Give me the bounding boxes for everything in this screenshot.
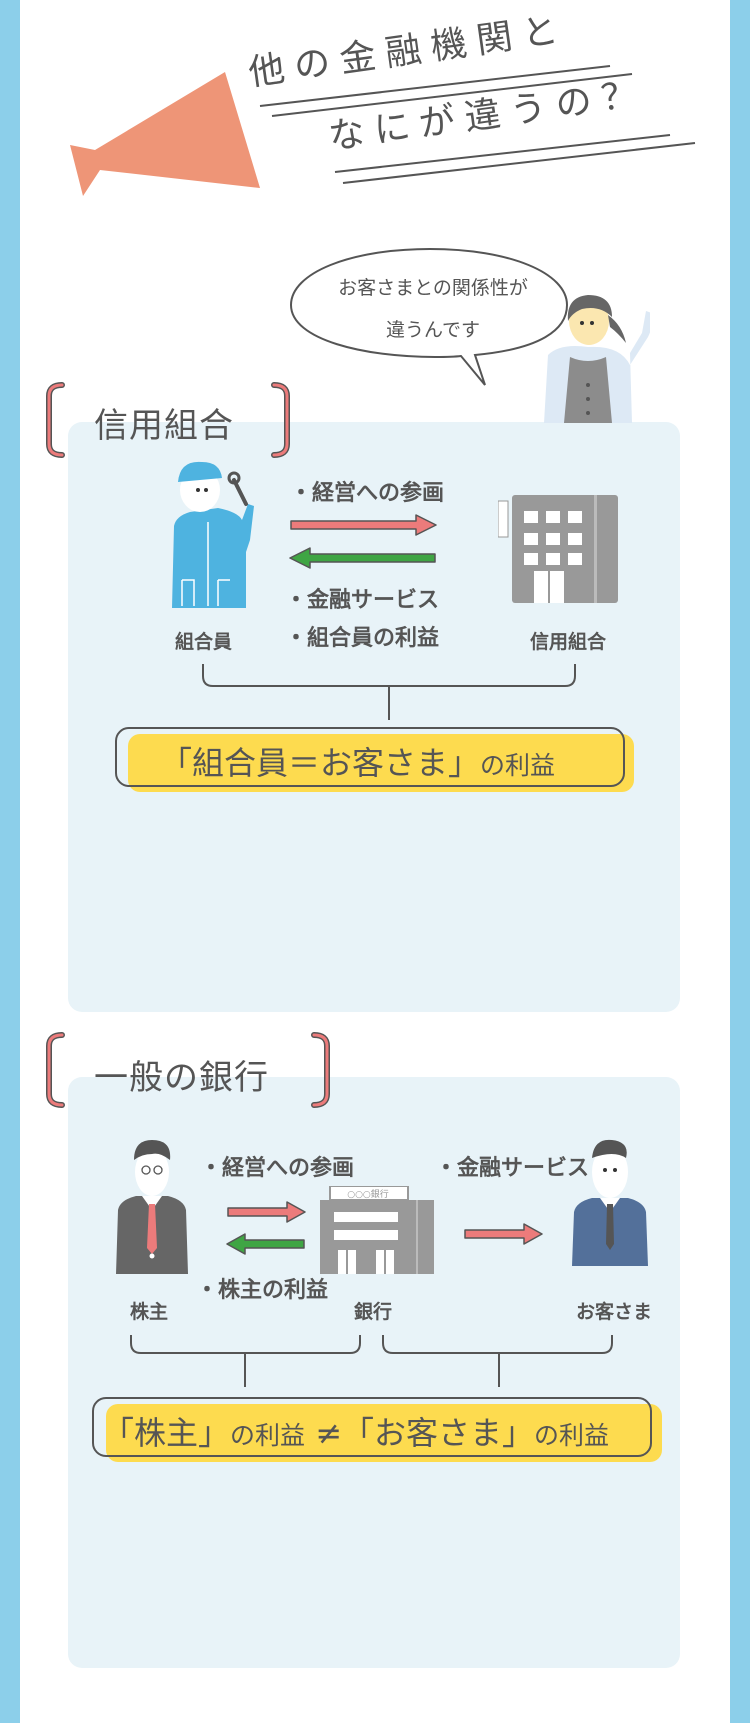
credit-union-building-icon: [498, 495, 618, 603]
bank-sign: ○○○銀行: [347, 1188, 389, 1200]
label-customer: お客さま: [576, 1301, 653, 1323]
right-bracket-icon: [271, 382, 290, 458]
connector-bracket-1: [202, 664, 576, 720]
section-title-bank: 一般の銀行: [94, 1058, 269, 1098]
label-union-member: 組合員: [175, 631, 233, 653]
result-text-credit-union: 「組合員＝お客さま」の利益: [160, 738, 555, 784]
speech-bubble: [289, 247, 569, 386]
text-shareholder-benefit: ・株主の利益: [196, 1278, 329, 1303]
customer-illustration: [572, 1139, 648, 1266]
bank-building-icon: ○○○銀行: [320, 1186, 434, 1274]
arrow-left-green-icon: [289, 547, 436, 569]
speech-text-2: 違うんです: [385, 319, 481, 341]
arrow-right-red-icon: [290, 514, 437, 536]
bank-panel: [68, 1077, 680, 1668]
label-shareholder: 株主: [130, 1301, 169, 1323]
text-financial-services-bank: ・金融サービス: [435, 1156, 590, 1181]
shareholder-illustration: [116, 1140, 188, 1274]
result-main: 「組合員＝お客さま」: [160, 744, 481, 782]
megaphone-icon: [70, 72, 260, 196]
arrow-left-green-icon: [226, 1233, 305, 1255]
result-text-bank: 「株主」の利益 ≠「お客さま」の利益: [102, 1408, 609, 1454]
result-part-shareholder: 「株主」: [102, 1414, 231, 1452]
section-title-credit-union: 信用組合: [94, 406, 234, 446]
speech-text-1: お客さまとの関係性が: [338, 277, 528, 299]
result-part-customer: 「お客さま」: [342, 1414, 535, 1452]
text-member-benefit: ・組合員の利益: [285, 626, 440, 651]
connector-bracket-bank-customer: [382, 1335, 613, 1387]
result-box-credit-union: [115, 727, 625, 787]
arrow-right-red-icon: [464, 1223, 543, 1245]
result-not-equal: ≠: [315, 1414, 343, 1452]
left-bracket-icon: [46, 382, 65, 458]
text-management-participation-bank: ・経営への参画: [200, 1156, 355, 1181]
union-member-worker-illustration: [172, 461, 254, 608]
result-box-bank: [92, 1397, 652, 1457]
text-financial-services: ・金融サービス: [285, 588, 440, 613]
left-bracket-icon: [46, 1032, 65, 1108]
result-highlight-1: [128, 734, 634, 792]
arrow-right-red-icon: [227, 1201, 306, 1223]
right-bracket-icon: [311, 1032, 330, 1108]
label-credit-union: 信用組合: [530, 631, 607, 653]
result-highlight-2: [106, 1404, 662, 1462]
result-part-benefit-1: の利益: [230, 1421, 306, 1450]
headline-underline-1: [259, 65, 633, 117]
text-management-participation: ・経営への参画: [290, 481, 445, 506]
headline-underline-2: [334, 134, 696, 184]
page: 他の金融機関と なにが違うの？ お客さまとの関係性が 違うんです 信用組合: [20, 0, 730, 1723]
staff-woman-illustration: [544, 295, 650, 423]
connector-bracket-shareholder-bank: [130, 1335, 361, 1387]
label-bank: 銀行: [354, 1301, 393, 1323]
result-part-benefit-2: の利益: [534, 1421, 610, 1450]
result-suffix: の利益: [480, 751, 556, 780]
